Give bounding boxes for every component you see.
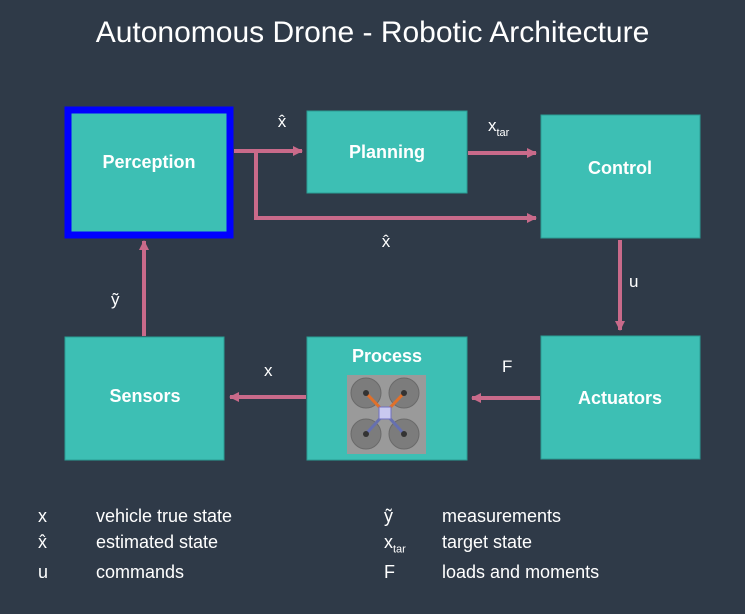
legend-symbol: F (384, 562, 395, 582)
actuators-block[interactable]: Actuators (540, 335, 701, 460)
legend-description: commands (96, 562, 185, 582)
planning-block[interactable]: Planning (306, 110, 468, 194)
legend-description: target state (442, 532, 533, 552)
sensors-block[interactable]: Sensors (64, 336, 225, 461)
legend-symbol: x̂ (38, 532, 47, 552)
control-label: Control (588, 158, 652, 178)
label-x-hat-bottom: x̂ (382, 232, 391, 251)
legend-symbol: xtar (384, 532, 406, 556)
control-block[interactable]: Control (540, 114, 701, 239)
label-x: x (264, 361, 273, 380)
actuators-label: Actuators (578, 388, 662, 408)
legend-description: measurements (442, 506, 562, 526)
perception-label: Perception (102, 152, 195, 172)
legend-symbol: x (38, 506, 47, 526)
arrow-perception-to-control (254, 151, 537, 223)
perception-block[interactable]: Perception (64, 106, 234, 239)
process-block[interactable]: Process (306, 336, 468, 461)
drone-icon (347, 375, 426, 454)
legend-description: estimated state (96, 532, 219, 552)
label-x-tar: xtar (488, 116, 510, 139)
label-u: u (629, 272, 638, 291)
legend-description: loads and moments (442, 562, 600, 582)
legend-symbol: u (38, 562, 49, 582)
sensors-label: Sensors (109, 386, 180, 406)
label-f: F (502, 357, 512, 376)
planning-label: Planning (349, 142, 425, 162)
process-label: Process (352, 346, 422, 366)
diagram-title: Autonomous Drone - Robotic Architecture (95, 16, 650, 49)
label-y-tilde: ỹ (111, 290, 120, 309)
legend-description: vehicle true state (96, 506, 233, 526)
label-x-hat-top: x̂ (278, 112, 287, 131)
legend-symbol: ỹ (384, 506, 393, 526)
